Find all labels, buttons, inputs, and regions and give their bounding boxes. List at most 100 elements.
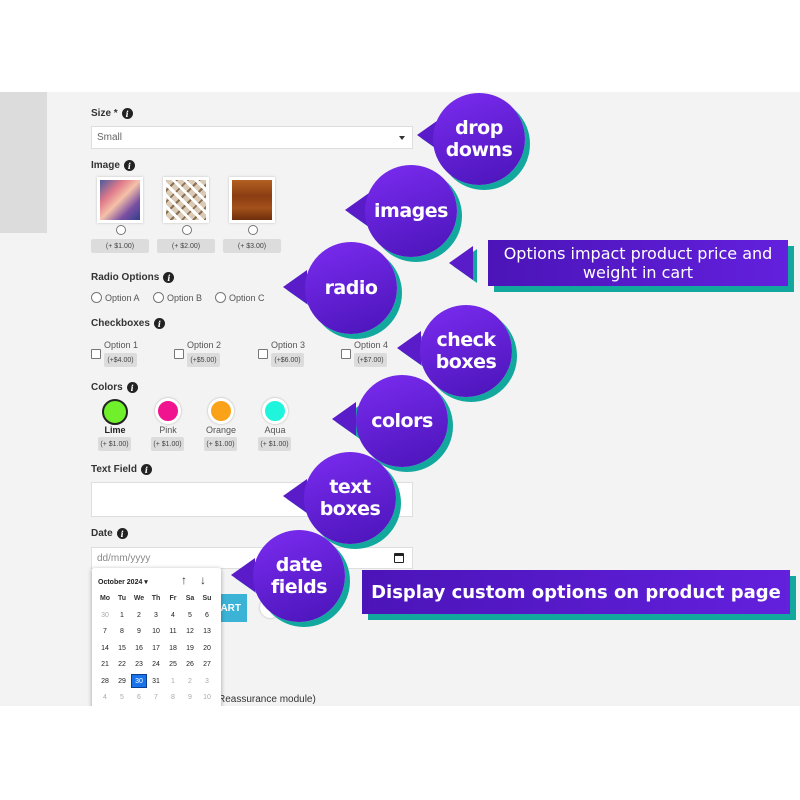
color-swatch-aqua[interactable] xyxy=(262,398,288,424)
checkbox[interactable] xyxy=(258,349,268,359)
calendar-day[interactable]: 13 xyxy=(203,628,211,635)
callout-radio: radio xyxy=(305,242,397,334)
radio-option[interactable]: Option C xyxy=(215,292,265,303)
size-label: Size *i xyxy=(91,108,133,119)
arrow-left-icon xyxy=(283,270,307,304)
calendar-day[interactable]: 5 xyxy=(120,694,124,701)
calendar-day[interactable]: 9 xyxy=(188,694,192,701)
price-tag: (+ $1.00) xyxy=(151,437,184,451)
color-swatch-orange[interactable] xyxy=(208,398,234,424)
price-tag: (+ $1.00) xyxy=(204,437,237,451)
month-selector[interactable]: October 2024 ▾ xyxy=(98,579,148,586)
checkbox[interactable] xyxy=(341,349,351,359)
calendar-day[interactable]: 10 xyxy=(152,628,160,635)
color-name: Lime xyxy=(104,425,126,435)
calendar-day[interactable]: 30 xyxy=(131,674,147,688)
arrow-left-icon xyxy=(332,402,356,436)
reassurance-text: Reassurance module) xyxy=(218,694,316,705)
callout-colors: colors xyxy=(356,375,448,467)
calendar-day[interactable]: 15 xyxy=(118,644,126,652)
calendar-day[interactable]: 16 xyxy=(135,644,143,652)
calendar-day[interactable]: 21 xyxy=(101,661,109,668)
calendar-day[interactable]: 10 xyxy=(203,694,211,701)
weekday-header: Sa xyxy=(185,595,195,602)
calendar-day[interactable]: 1 xyxy=(171,677,175,685)
calendar-day[interactable]: 29 xyxy=(118,677,126,685)
calendar-day[interactable]: 19 xyxy=(186,644,194,652)
weekday-header: Mo xyxy=(99,595,111,602)
calendar-day[interactable]: 11 xyxy=(169,628,177,635)
radio-circle[interactable] xyxy=(153,292,164,303)
checkbox-option-label: Option 1 xyxy=(104,340,139,350)
radio-circle[interactable] xyxy=(215,292,226,303)
info-icon[interactable]: i xyxy=(121,108,133,119)
calendar-day[interactable]: 4 xyxy=(103,694,107,701)
size-dropdown[interactable]: Small xyxy=(91,126,413,149)
calendar-day[interactable]: 25 xyxy=(169,661,177,668)
image-option-swatch[interactable] xyxy=(97,177,143,223)
color-swatch-lime[interactable] xyxy=(102,399,128,425)
calendar-day[interactable]: 2 xyxy=(188,677,192,685)
arrow-left-icon xyxy=(449,246,473,280)
calendar-day[interactable]: 22 xyxy=(118,661,126,668)
arrow-down-icon[interactable]: ↓ xyxy=(200,573,206,587)
calendar-day[interactable]: 30 xyxy=(101,611,109,619)
calendar-day[interactable]: 6 xyxy=(205,611,209,619)
calendar-day[interactable]: 8 xyxy=(171,694,175,701)
arrow-left-icon xyxy=(231,558,255,592)
calendar-day[interactable]: 6 xyxy=(137,694,141,701)
arrow-up-icon[interactable]: ↑ xyxy=(181,573,187,587)
info-icon[interactable]: i xyxy=(140,464,152,475)
calendar-day[interactable]: 27 xyxy=(203,661,211,668)
radio-option[interactable]: Option A xyxy=(91,292,140,303)
calendar-day[interactable]: 1 xyxy=(120,611,124,619)
calendar-icon[interactable] xyxy=(394,553,404,563)
info-icon[interactable]: i xyxy=(123,160,135,171)
calendar-day[interactable]: 24 xyxy=(152,661,160,668)
calendar-day[interactable]: 26 xyxy=(186,661,194,668)
checkbox[interactable] xyxy=(91,349,101,359)
calendar-day[interactable]: 2 xyxy=(137,611,141,619)
arrow-left-icon xyxy=(397,331,421,365)
calendar-day[interactable]: 23 xyxy=(135,661,143,668)
calendar-day[interactable]: 14 xyxy=(101,644,109,652)
calendar-day[interactable]: 4 xyxy=(171,611,175,619)
color-name: Pink xyxy=(159,425,177,435)
info-icon[interactable]: i xyxy=(126,382,138,393)
checkbox[interactable] xyxy=(174,349,184,359)
image-option-radio[interactable] xyxy=(248,225,258,235)
price-tag: (+$6.00) xyxy=(271,353,304,367)
weekday-header: Su xyxy=(202,595,212,602)
radio-option[interactable]: Option B xyxy=(153,292,202,303)
calendar-day[interactable]: 18 xyxy=(169,644,177,652)
calendar-day[interactable]: 17 xyxy=(152,644,160,652)
image-option-swatch[interactable] xyxy=(163,177,209,223)
calendar-day[interactable]: 20 xyxy=(203,644,211,652)
calendar-day[interactable]: 9 xyxy=(137,628,141,635)
calendar-day[interactable]: 12 xyxy=(186,628,194,635)
radio-circle[interactable] xyxy=(91,292,102,303)
info-icon[interactable]: i xyxy=(163,272,175,283)
checkbox-option-label: Option 3 xyxy=(271,340,306,350)
info-icon[interactable]: i xyxy=(153,318,165,329)
calendar-day[interactable]: 3 xyxy=(205,677,209,685)
calendar-day[interactable]: 28 xyxy=(101,677,109,685)
color-swatch-pink[interactable] xyxy=(155,398,181,424)
calendar-day[interactable]: 3 xyxy=(154,611,158,619)
image-option-radio[interactable] xyxy=(116,225,126,235)
calendar-day[interactable]: 8 xyxy=(120,628,124,635)
calendar-day[interactable]: 5 xyxy=(188,611,192,619)
calendar-day[interactable]: 7 xyxy=(103,628,107,635)
calendar-day[interactable]: 31 xyxy=(152,677,160,685)
info-icon[interactable]: i xyxy=(116,528,128,539)
calendar-day[interactable]: 7 xyxy=(154,694,158,701)
image-option-swatch[interactable] xyxy=(229,177,275,223)
image-option-radio[interactable] xyxy=(182,225,192,235)
